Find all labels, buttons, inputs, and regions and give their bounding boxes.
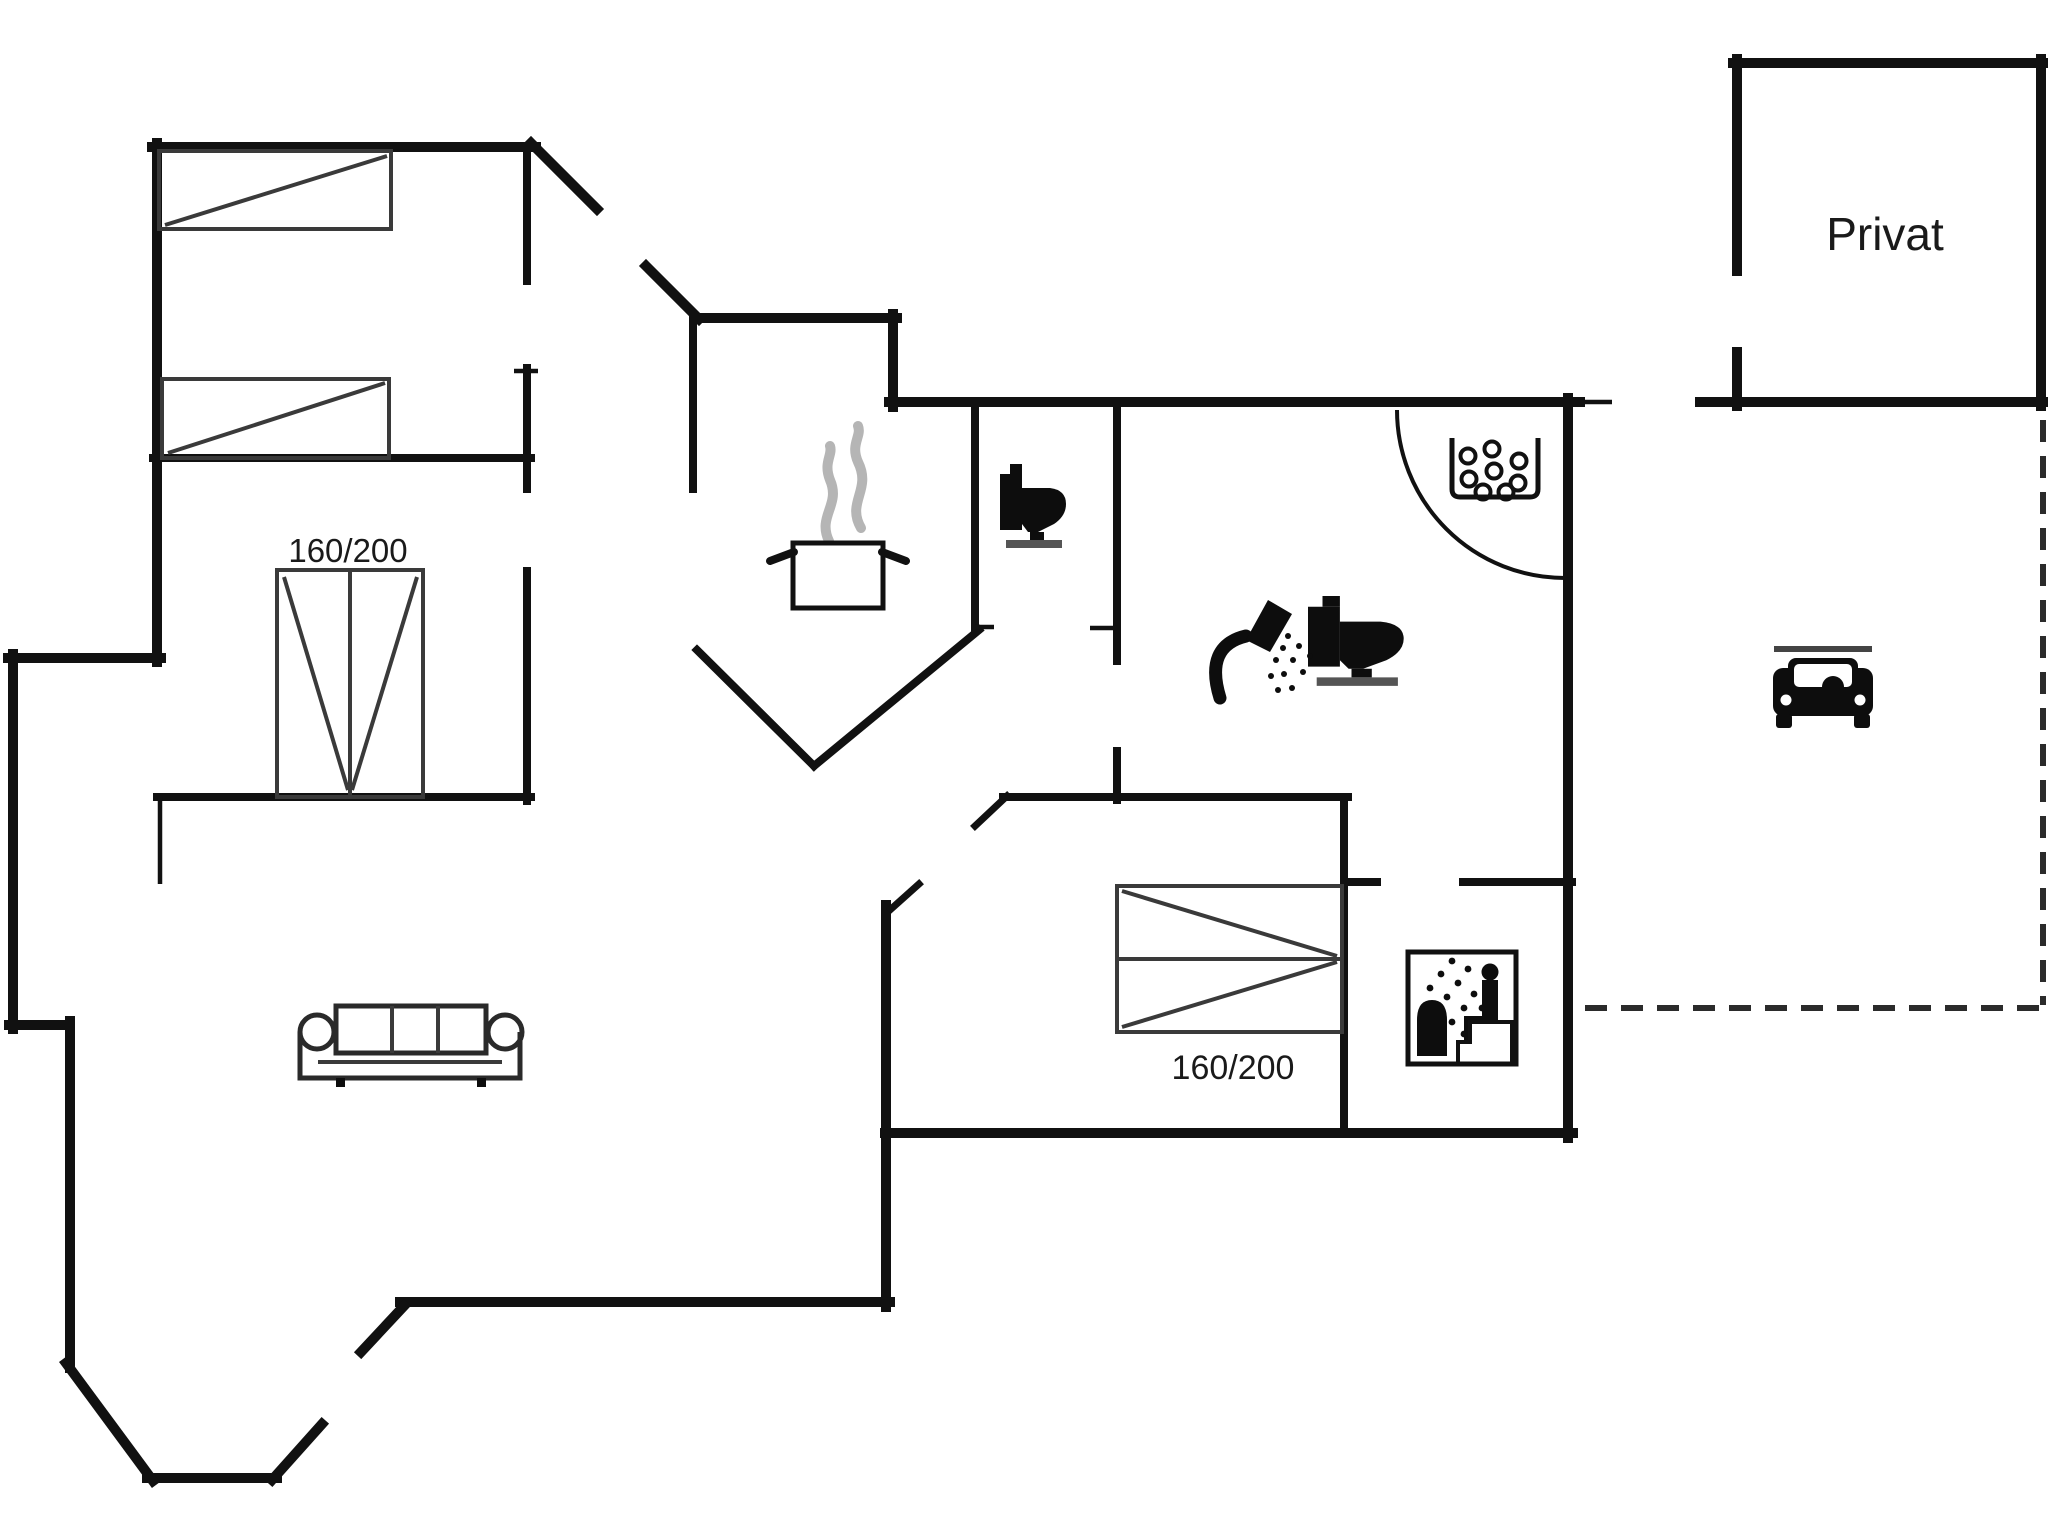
- sauna-icon: [1405, 949, 1519, 1067]
- exterior-walls: [3, 135, 1612, 1488]
- carport-dashed-boundary: [1585, 420, 2046, 1011]
- sofa-icon: [297, 1003, 525, 1087]
- double-bed-horizontal-icon: [1115, 884, 1344, 1034]
- bed-size-label-left: 160/200: [288, 532, 407, 569]
- private-room-walls: [1695, 54, 2048, 411]
- toilet-icon: [1000, 464, 1066, 548]
- single-bed-icon: [160, 377, 391, 460]
- hand-shower-icon: [1209, 600, 1313, 705]
- bed-size-label-bottom: 160/200: [1172, 1049, 1295, 1087]
- steam-icon: [820, 421, 868, 546]
- double-bed-vertical-icon: [275, 568, 425, 799]
- door-swing-arc-icon: [1395, 409, 1566, 580]
- toilet-icon: [1308, 596, 1404, 686]
- single-bed-icon: [157, 149, 393, 231]
- private-room-label: Privat: [1826, 208, 1944, 260]
- cooking-pot-icon: [766, 421, 910, 611]
- car-icon: [1773, 646, 1873, 728]
- interior-walls: [149, 143, 1576, 1137]
- dish-basket-icon: [1449, 438, 1541, 502]
